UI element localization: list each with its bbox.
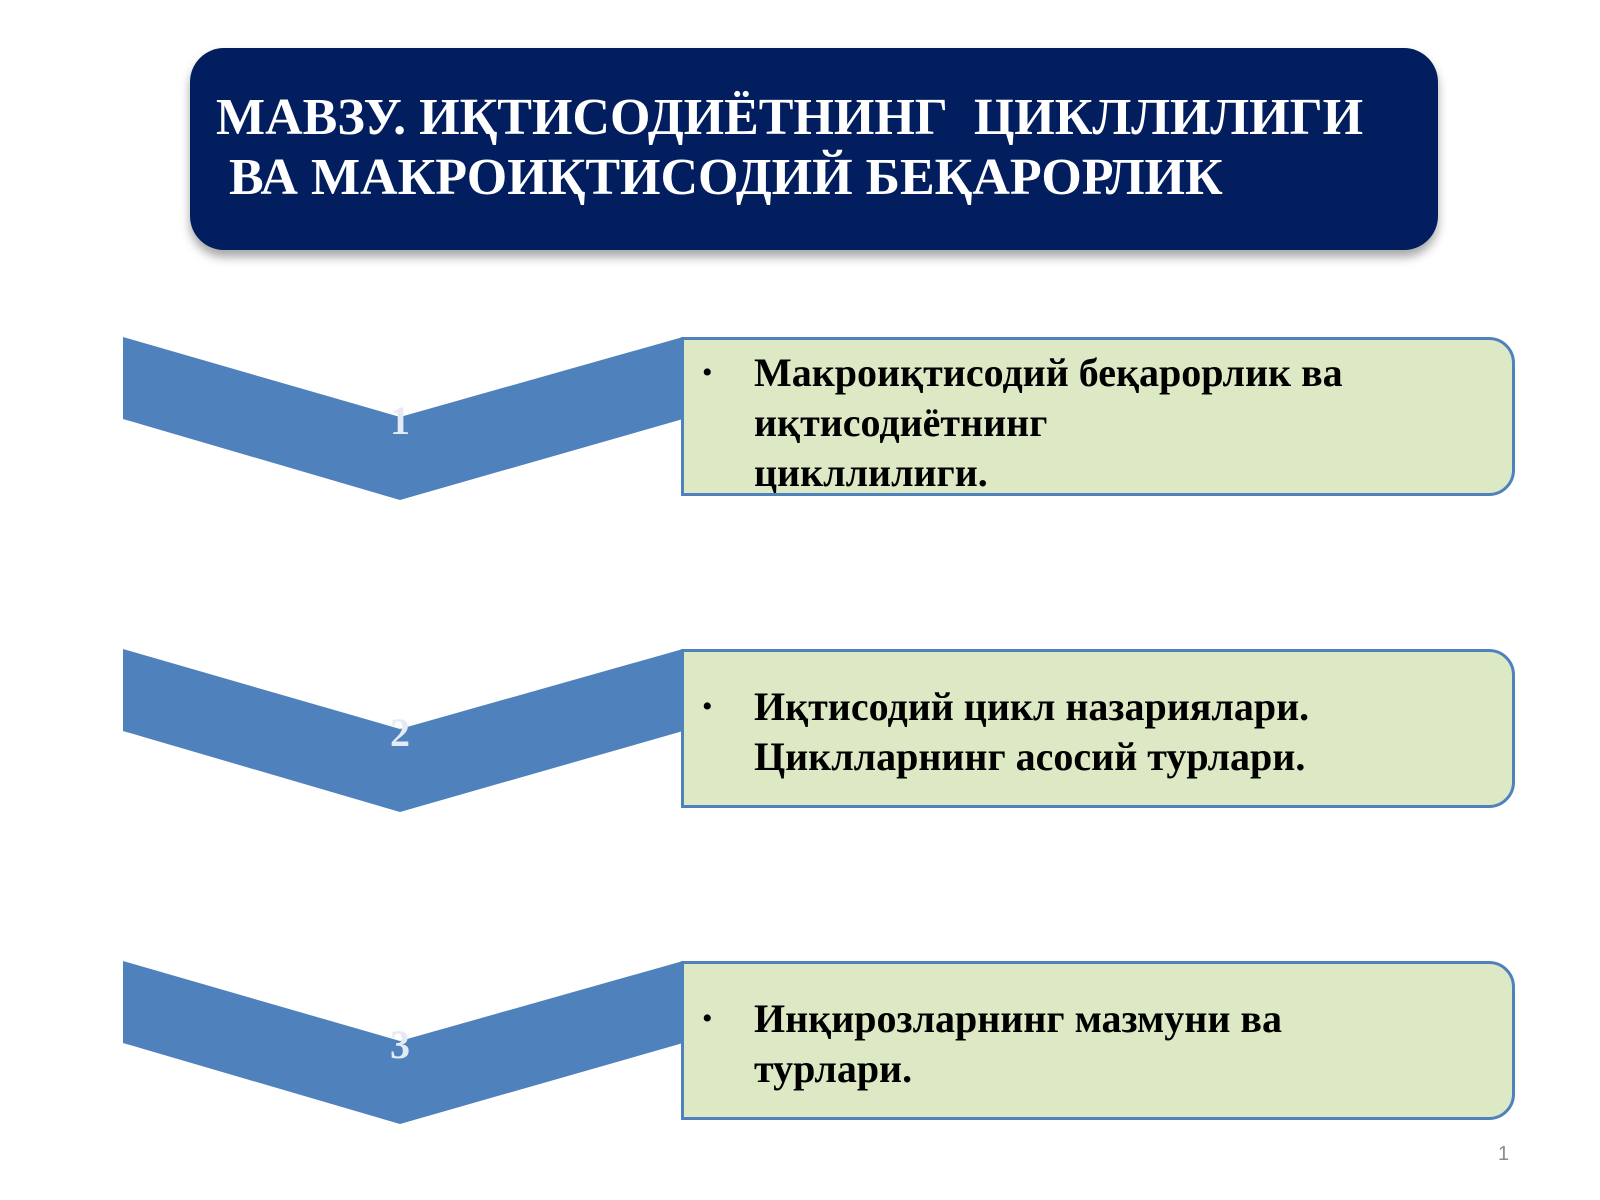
step-box-3: • Инқирозларнинг мазмуни ва турлари. bbox=[681, 961, 1515, 1120]
step-text-1: Макроиқтисодий беқарорлик ва иқтисодиётн… bbox=[754, 350, 1343, 495]
bullet-icon: • bbox=[702, 356, 713, 389]
title-banner: МАВЗУ. ИҚТИСОДИЁТНИНГ ЦИКЛЛИЛИГИ ВА МАКР… bbox=[190, 48, 1438, 250]
step-2: 2 • Иқтисодий цикл назариялари. Циклларн… bbox=[0, 649, 1600, 819]
step-1: 1 • Макроиқтисодий беқарорлик ва иқтисод… bbox=[0, 337, 1600, 507]
step-text-3: Инқирозларнинг мазмуни ва турлари. bbox=[754, 996, 1282, 1091]
bullet-icon: • bbox=[702, 690, 713, 723]
title-line-2: ВА МАКРОИҚТИСОДИЙ БЕҚАРОРЛИК bbox=[216, 149, 1223, 206]
step-number-2: 2 bbox=[390, 710, 410, 755]
chevron-shape-1 bbox=[123, 337, 683, 500]
step-3: 3 • Инқирозларнинг мазмуни ва турлари. bbox=[0, 961, 1600, 1131]
chevron-shape-3 bbox=[123, 961, 683, 1124]
chevron-shape-2 bbox=[123, 649, 683, 812]
step-box-1: • Макроиқтисодий беқарорлик ва иқтисодиё… bbox=[681, 337, 1515, 496]
step-number-1: 1 bbox=[390, 398, 410, 443]
step-text-2: Иқтисодий цикл назариялари. Циклларнинг … bbox=[754, 684, 1310, 779]
title-line-1: МАВЗУ. ИҚТИСОДИЁТНИНГ ЦИКЛЛИЛИГИ bbox=[216, 89, 1364, 146]
page-number: 1 bbox=[1498, 1143, 1510, 1165]
step-number-3: 3 bbox=[390, 1022, 410, 1067]
step-box-2: • Иқтисодий цикл назариялари. Циклларнин… bbox=[681, 649, 1515, 808]
bullet-icon: • bbox=[702, 1002, 713, 1035]
